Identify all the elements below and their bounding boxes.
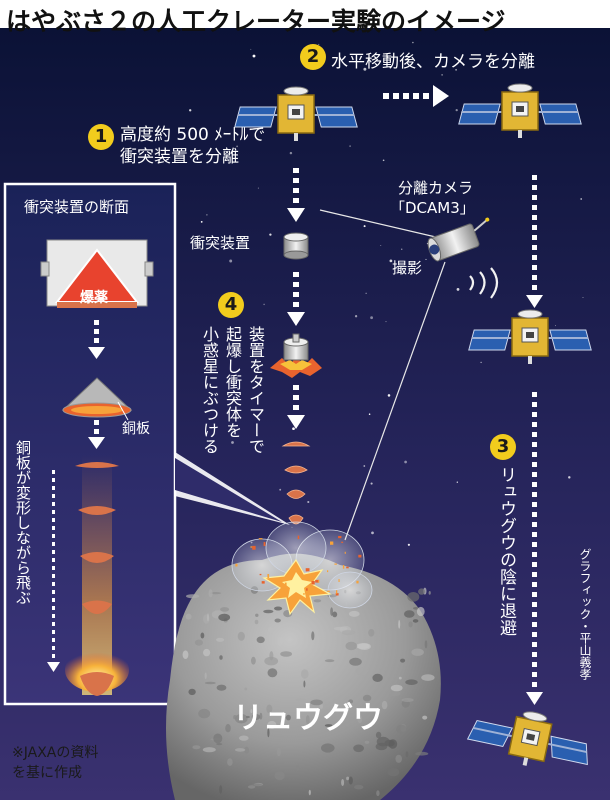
step-3-badge: 3	[490, 434, 516, 460]
step-2-text: 水平移動後、カメラを分離	[331, 52, 535, 72]
deformation-trail	[65, 455, 129, 696]
inset-arrows	[88, 320, 105, 449]
retreat-arrow	[526, 175, 543, 705]
step-2-badge: 2	[300, 44, 326, 70]
copper-plate-label: 銅板	[122, 421, 150, 437]
step-4-text-col2: 起爆し衝突体を	[223, 326, 242, 438]
camera-shooting-line	[344, 261, 446, 541]
step-4-text-col1: 装置をタイマーで	[246, 326, 265, 454]
copper-plate-cone	[61, 377, 133, 418]
flight-direction-arrow	[47, 470, 60, 672]
impact-debris	[235, 535, 362, 596]
shooting-label: 撮影	[392, 259, 423, 277]
camera-label-line1: 分離カメラ	[398, 179, 474, 197]
horizontal-move-arrow	[383, 85, 449, 107]
credit: グラフィック・平山義孝	[578, 548, 592, 680]
impactor-label: 衝突装置	[190, 234, 251, 252]
step-1-line2: 衝突装置を分離	[120, 147, 239, 167]
descent-arrow	[287, 168, 305, 429]
asteroid-texture	[182, 586, 435, 797]
camera-label-line2: 「DCAM3」	[390, 199, 475, 217]
source-note-line1: ※JAXAの資料	[12, 745, 99, 761]
copper-projectile-stages	[281, 441, 311, 525]
device-cross-section	[40, 239, 154, 308]
camera-sight-line	[319, 209, 441, 239]
step-1-line1: 高度約 500 ﾒｰﾄﾙで	[120, 125, 266, 145]
asteroid-label: リュウグウ	[233, 701, 383, 736]
step-4-badge: 4	[218, 292, 244, 318]
page-title: はやぶさ２の人工クレーター実験のイメージ	[6, 7, 506, 36]
step-3-text: リュウグウの陰に退避	[496, 466, 516, 636]
step-1-badge: 1	[88, 124, 114, 150]
cross-section-inset	[3, 182, 290, 706]
dcam3-camera	[427, 217, 490, 262]
impactor-detonating	[270, 333, 322, 378]
radio-waves-icon	[469, 267, 499, 299]
impactor-device	[283, 232, 309, 260]
deform-text: 銅板が変形しながら飛ぶ	[14, 440, 32, 605]
inset-title: 衝突装置の断面	[24, 198, 130, 216]
step-4-text-col3: 小惑星にぶつける	[200, 326, 219, 454]
asteroid-ryugu	[166, 521, 441, 800]
explosive-label: 爆薬	[80, 290, 108, 306]
source-note-line2: を基に作成	[12, 765, 82, 781]
